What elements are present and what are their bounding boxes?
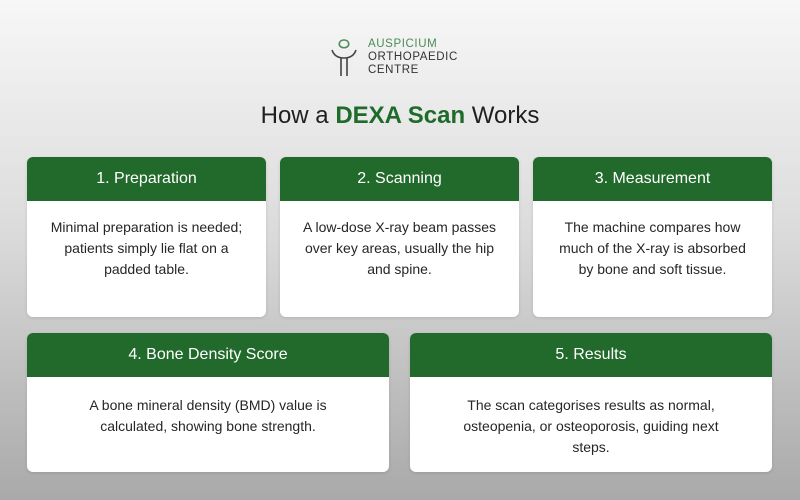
step-heading: 2. Scanning — [280, 157, 519, 201]
title-prefix: How a — [260, 102, 336, 129]
step-description: The scan categorises results as normal, … — [463, 397, 719, 455]
step-description: The machine compares how much of the X-r… — [559, 219, 746, 277]
brand-line-3: CENTRE — [368, 63, 419, 76]
step-card-measurement: 3. Measurement The machine compares how … — [533, 157, 772, 317]
brand-logo: AUSPICIUM ORTHOPAEDIC CENTRE — [328, 36, 458, 78]
step-description: Minimal preparation is needed; patients … — [50, 219, 243, 277]
title-suffix: Works — [465, 102, 540, 129]
brand-line-2: ORTHOPAEDIC — [368, 50, 458, 63]
step-card-preparation: 1. Preparation Minimal preparation is ne… — [27, 157, 266, 317]
step-card-scanning: 2. Scanning A low-dose X-ray beam passes… — [280, 157, 519, 317]
step-heading: 4. Bone Density Score — [27, 333, 389, 377]
page-title: How a DEXA Scan Works — [0, 102, 800, 130]
step-heading: 5. Results — [410, 333, 772, 377]
step-card-bone-density-score: 4. Bone Density Score A bone mineral den… — [27, 333, 389, 472]
step-heading: 3. Measurement — [533, 157, 772, 201]
step-card-results: 5. Results The scan categorises results … — [410, 333, 772, 472]
step-description: A low-dose X-ray beam passes over key ar… — [303, 219, 496, 277]
step-description: A bone mineral density (BMD) value is ca… — [89, 397, 327, 434]
title-highlight: DEXA Scan — [335, 102, 466, 129]
brand-line-1: AUSPICIUM — [368, 37, 438, 50]
logo-emblem-icon — [331, 39, 357, 76]
step-heading: 1. Preparation — [27, 157, 266, 201]
